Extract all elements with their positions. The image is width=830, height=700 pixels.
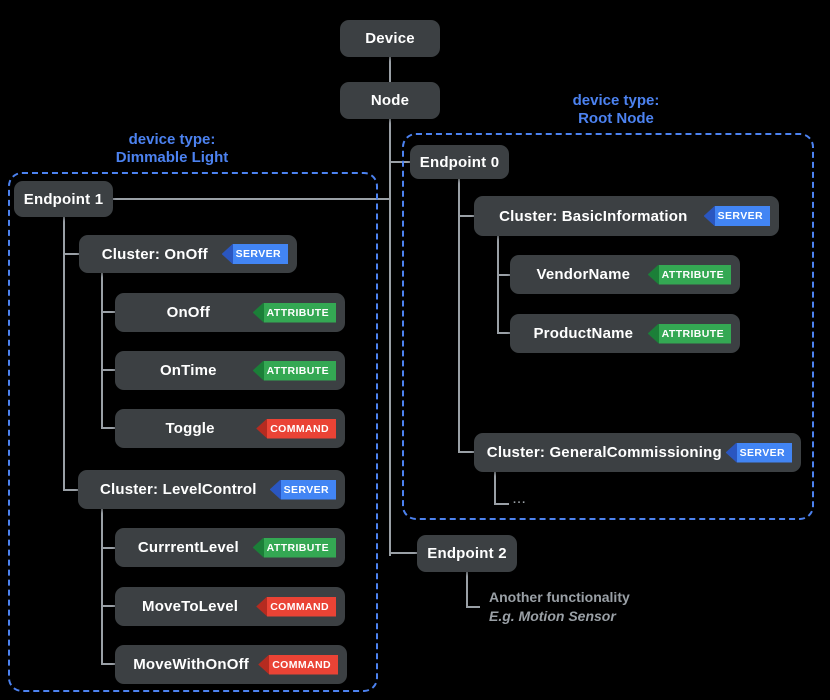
server-badge: SERVER (725, 442, 792, 463)
command-toggle-box: Toggle COMMAND (115, 409, 345, 448)
attribute-badge: ATTRIBUTE (252, 302, 336, 323)
device-type-caption: device type: (572, 92, 660, 109)
connector-line (101, 427, 116, 429)
connector-line (101, 663, 116, 665)
node-label: Node (370, 92, 410, 109)
connector-line (101, 272, 103, 429)
command-movewithonoff-box: MoveWithOnOff COMMAND (115, 645, 347, 684)
connector-line (101, 311, 116, 313)
dimmable-light-group-label: device type: Dimmable Light (72, 131, 272, 167)
attribute-productname-box: ProductName ATTRIBUTE (510, 314, 740, 353)
attribute-currentlevel-box: CurrrentLevel ATTRIBUTE (115, 528, 345, 567)
command-toggle-label: Toggle (165, 420, 215, 437)
server-badge: SERVER (221, 244, 288, 264)
connector-line (63, 216, 65, 491)
attribute-badge: ATTRIBUTE (647, 323, 731, 344)
connector-line (497, 236, 499, 334)
connector-line (113, 198, 390, 200)
connector-line (63, 489, 79, 491)
cluster-levelcontrol-box: Cluster: LevelControl SERVER (78, 470, 345, 509)
endpoint1-label: Endpoint 1 (23, 190, 104, 208)
command-badge: COMMAND (256, 418, 336, 439)
cluster-basicinformation-label: Cluster: BasicInformation (499, 207, 688, 225)
attribute-ontime-box: OnTime ATTRIBUTE (115, 351, 345, 390)
device-type-name: Dimmable Light (115, 149, 229, 166)
connector-line (101, 369, 116, 371)
connector-line (497, 274, 511, 276)
connector-line (458, 451, 475, 453)
dimmable-light-group-border (8, 172, 378, 692)
device-label: Device (365, 30, 415, 47)
device-node-box: Device (340, 20, 440, 57)
attribute-onoff-box: OnOff ATTRIBUTE (115, 293, 345, 332)
command-badge: COMMAND (256, 596, 336, 617)
connector-line (63, 253, 80, 255)
node-node-box: Node (340, 82, 440, 119)
cluster-onoff-label: Cluster: OnOff (101, 245, 208, 263)
endpoint2-note-line1: Another functionality (489, 589, 630, 605)
cluster-levelcontrol-label: Cluster: LevelControl (99, 481, 257, 498)
cluster-basicinformation-box: Cluster: BasicInformation SERVER (474, 196, 779, 236)
server-badge: SERVER (703, 206, 770, 226)
device-type-name: Root Node (578, 110, 654, 127)
ellipsis-more-indicator: ... (513, 494, 527, 506)
connector-line (497, 332, 511, 334)
connector-line (389, 118, 391, 556)
connector-line (494, 503, 509, 505)
connector-line (466, 571, 468, 608)
server-badge: SERVER (269, 479, 336, 500)
cluster-onoff-box: Cluster: OnOff SERVER (79, 235, 297, 273)
attribute-productname-label: ProductName (533, 325, 634, 342)
connector-line (101, 605, 116, 607)
endpoint2-note: Another functionality E.g. Motion Sensor (489, 588, 630, 626)
cluster-generalcommissioning-box: Cluster: GeneralCommissioning SERVER (474, 433, 801, 472)
attribute-badge: ATTRIBUTE (252, 360, 336, 381)
connector-line (389, 56, 391, 83)
connector-line (389, 161, 411, 163)
attribute-onoff-label: OnOff (166, 304, 211, 321)
command-movetolevel-box: MoveToLevel COMMAND (115, 587, 345, 626)
root-node-group-border (402, 133, 814, 520)
device-type-caption: device type: (128, 131, 216, 148)
endpoint1-box: Endpoint 1 (14, 181, 113, 217)
connector-line (458, 215, 475, 217)
attribute-ontime-label: OnTime (159, 362, 217, 379)
root-node-group-label: device type: Root Node (516, 92, 716, 128)
connector-line (466, 606, 480, 608)
endpoint0-box: Endpoint 0 (410, 145, 509, 179)
attribute-badge: ATTRIBUTE (647, 264, 731, 285)
connector-line (494, 471, 496, 505)
attribute-badge: ATTRIBUTE (252, 537, 336, 558)
endpoint2-box: Endpoint 2 (417, 535, 517, 572)
command-movewithonoff-label: MoveWithOnOff (133, 656, 249, 673)
attribute-vendorname-label: VendorName (536, 266, 631, 283)
endpoint0-label: Endpoint 0 (419, 153, 500, 171)
attribute-currentlevel-label: CurrrentLevel (137, 539, 239, 556)
connector-line (458, 178, 460, 453)
command-badge: COMMAND (258, 654, 338, 675)
endpoint2-label: Endpoint 2 (427, 545, 507, 562)
connector-line (389, 552, 418, 554)
cluster-generalcommissioning-label: Cluster: GeneralCommissioning (486, 444, 722, 461)
connector-line (101, 508, 103, 665)
attribute-vendorname-box: VendorName ATTRIBUTE (510, 255, 740, 294)
connector-line (101, 547, 116, 549)
endpoint2-note-line2: E.g. Motion Sensor (489, 608, 616, 624)
command-movetolevel-label: MoveToLevel (142, 598, 239, 615)
